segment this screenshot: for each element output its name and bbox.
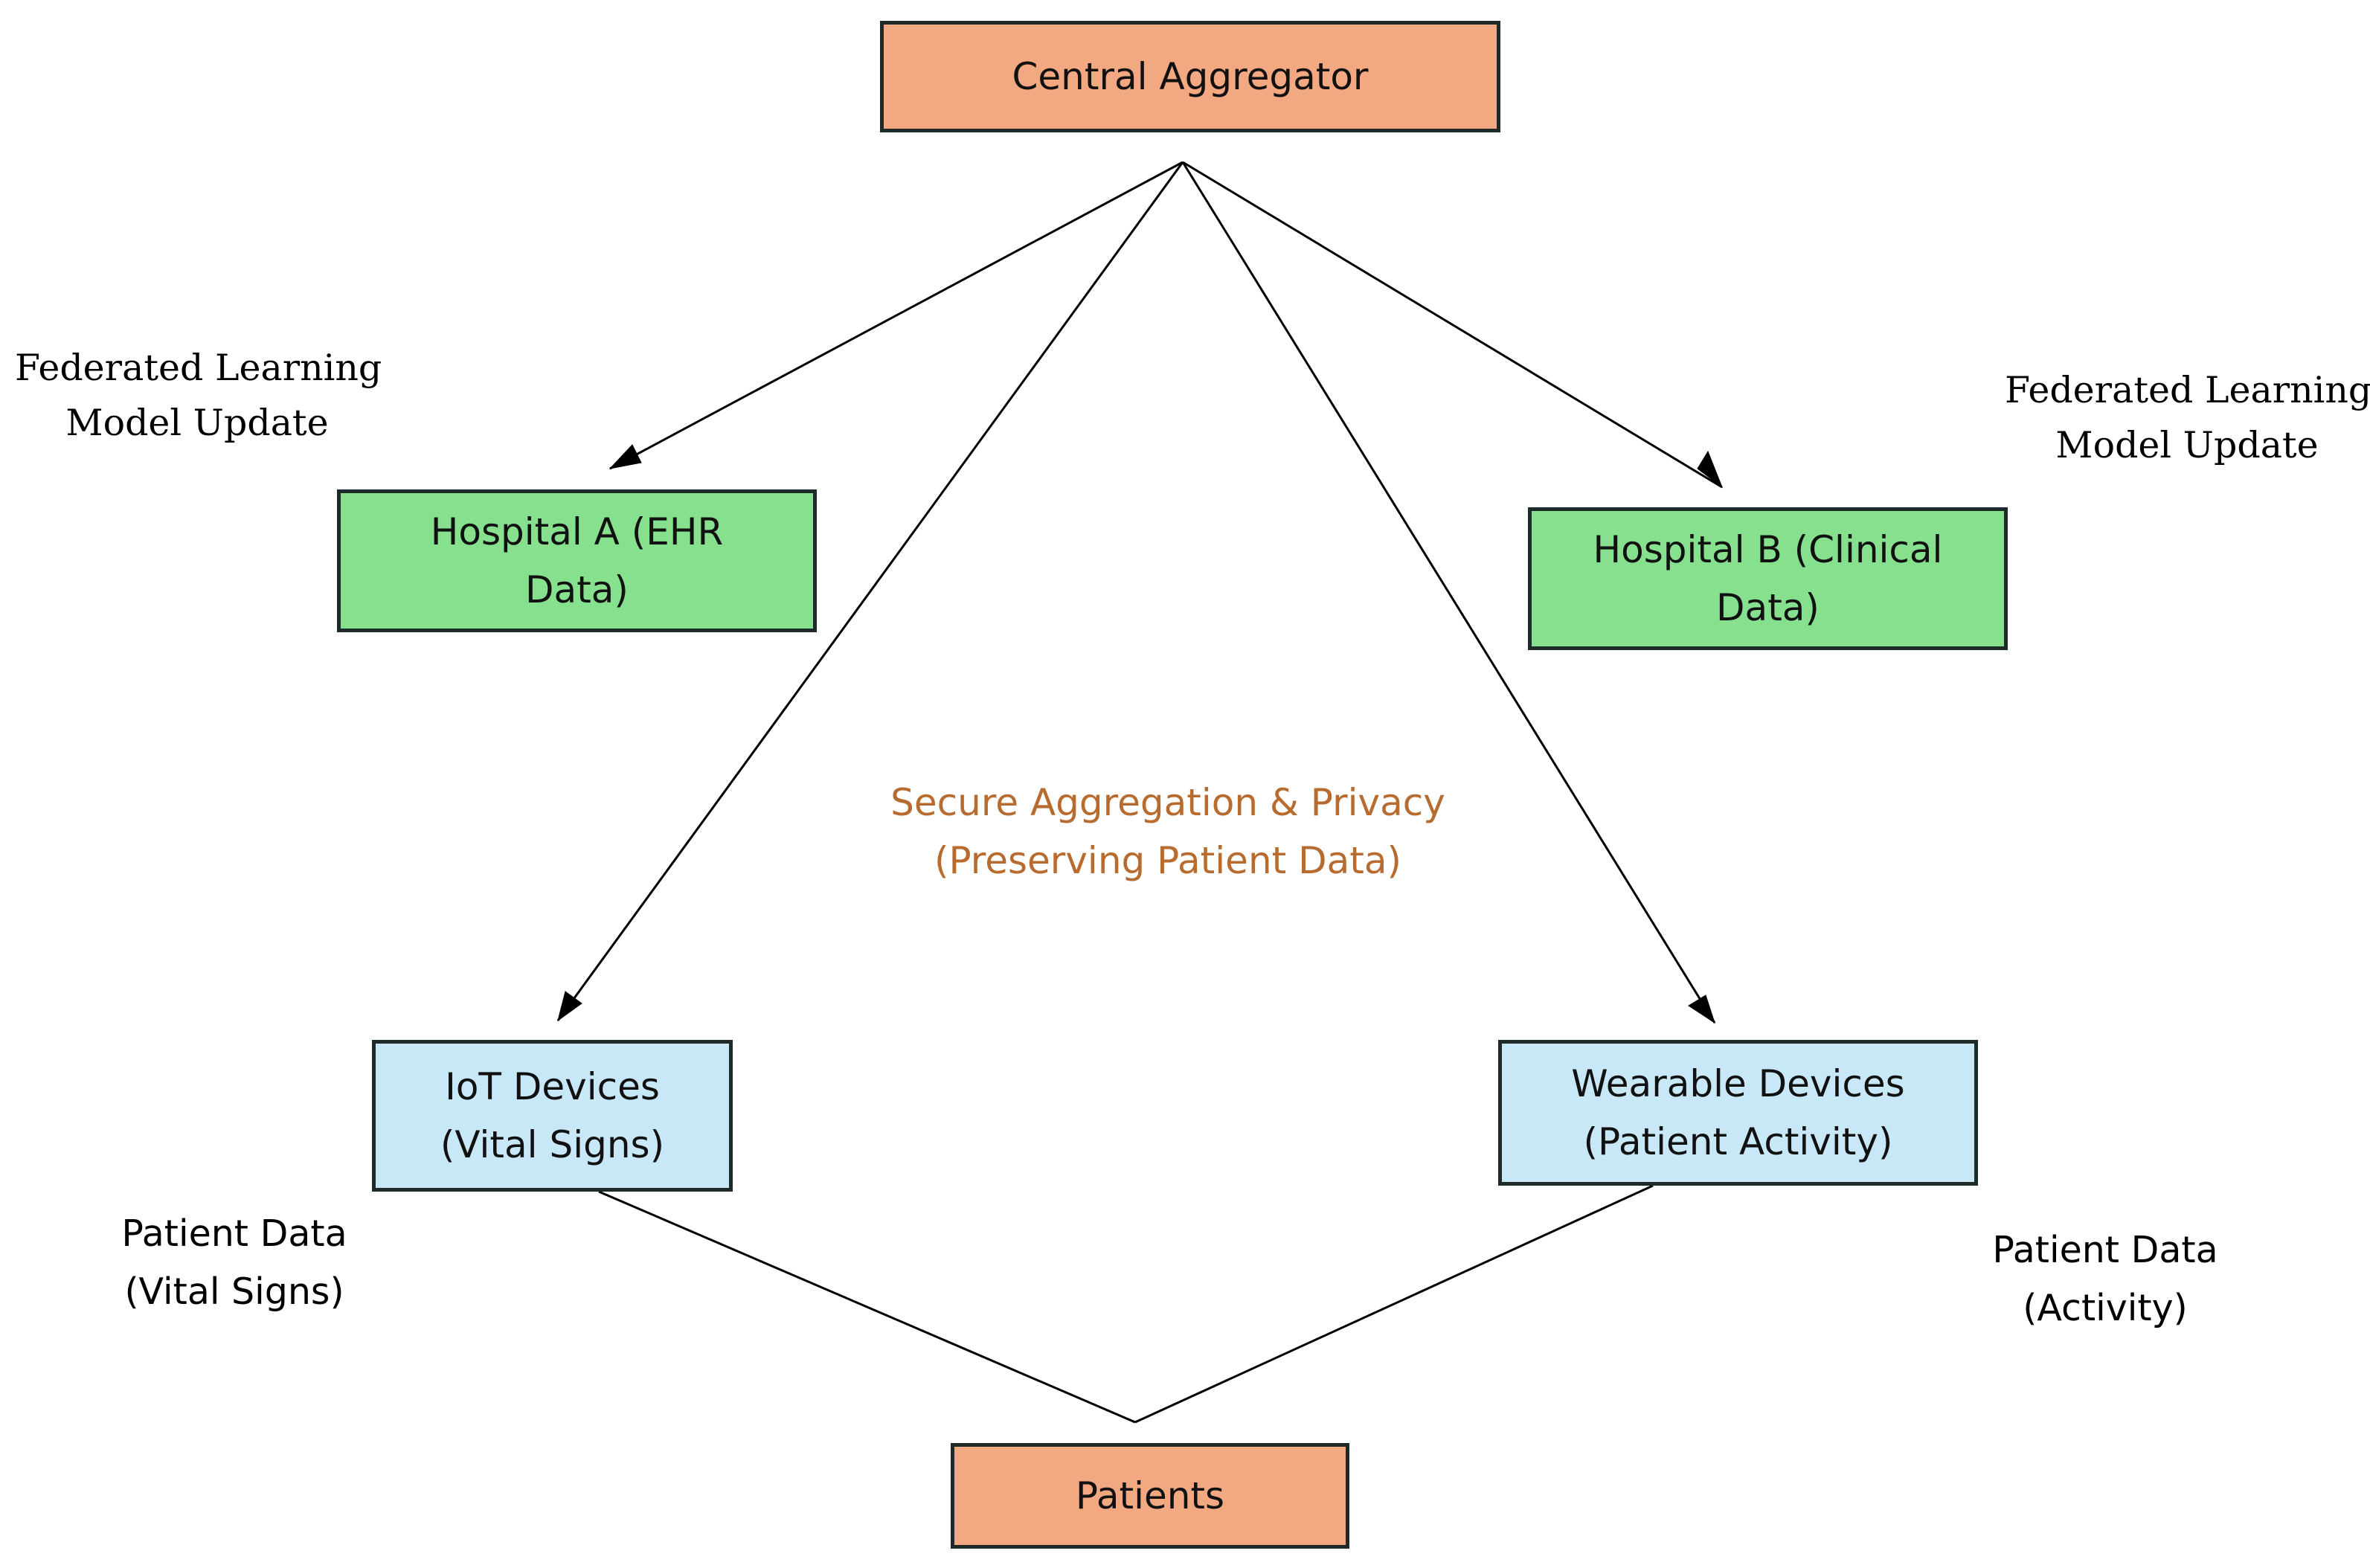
arrowhead-hospital-a xyxy=(608,444,642,469)
fl-update-left-line2: Model Update xyxy=(65,402,329,444)
arrowhead-iot-devices xyxy=(557,991,582,1022)
fl-update-right-line1: Federated Learning xyxy=(2005,369,2370,411)
line-wearable-devices-to-patients xyxy=(1134,1184,1654,1424)
hospital-b-label-line2: Data) xyxy=(1716,586,1820,629)
arrow-aggregator-to-wearable-devices xyxy=(1181,161,1716,1024)
secure-aggregation-line1: Secure Aggregation & Privacy xyxy=(890,781,1445,824)
secure-aggregation-line2: (Preserving Patient Data) xyxy=(934,839,1402,882)
patient-data-label-left: Patient Data (Vital Signs) xyxy=(97,1205,372,1321)
hospital-b-node: Hospital B (Clinical Data) xyxy=(1528,507,2008,650)
fl-update-right-line2: Model Update xyxy=(2055,424,2319,466)
line-iot-devices-to-patients xyxy=(598,1190,1136,1424)
patient-data-right-line1: Patient Data xyxy=(1992,1229,2218,1271)
fl-update-left-line1: Federated Learning xyxy=(15,347,382,389)
hospital-b-label-line1: Hospital B (Clinical xyxy=(1593,528,1943,571)
wearable-devices-label-line2: (Patient Activity) xyxy=(1583,1120,1893,1163)
patient-data-right-line2: (Activity) xyxy=(2023,1287,2188,1329)
arrowhead-wearable-devices xyxy=(1688,995,1715,1024)
fl-update-label-left: Federated Learning Model Update xyxy=(15,341,382,451)
wearable-devices-label-line1: Wearable Devices xyxy=(1571,1062,1905,1105)
hospital-a-node: Hospital A (EHR Data) xyxy=(337,489,817,632)
hospital-a-label-line1: Hospital A (EHR xyxy=(430,510,724,553)
wearable-devices-node: Wearable Devices (Patient Activity) xyxy=(1498,1040,1978,1186)
fl-update-label-right: Federated Learning Model Update xyxy=(2005,363,2370,473)
patient-data-label-right: Patient Data (Activity) xyxy=(1968,1221,2243,1337)
iot-devices-label-line1: IoT Devices xyxy=(445,1065,660,1108)
arrow-aggregator-to-iot-devices xyxy=(556,161,1184,1021)
arrow-aggregator-to-hospital-b xyxy=(1182,161,1723,489)
arrowhead-hospital-b xyxy=(1697,450,1724,489)
central-aggregator-label: Central Aggregator xyxy=(1012,55,1369,98)
iot-devices-label-line2: (Vital Signs) xyxy=(440,1123,665,1166)
patients-label: Patients xyxy=(1075,1474,1225,1517)
secure-aggregation-note: Secure Aggregation & Privacy (Preserving… xyxy=(855,774,1480,890)
patient-data-left-line2: (Vital Signs) xyxy=(124,1270,344,1313)
patients-node: Patients xyxy=(951,1443,1349,1549)
arrow-aggregator-to-hospital-a xyxy=(609,161,1184,470)
central-aggregator-node: Central Aggregator xyxy=(880,21,1500,132)
iot-devices-node: IoT Devices (Vital Signs) xyxy=(372,1040,733,1192)
patient-data-left-line1: Patient Data xyxy=(121,1212,347,1255)
hospital-a-label-line2: Data) xyxy=(525,568,629,611)
